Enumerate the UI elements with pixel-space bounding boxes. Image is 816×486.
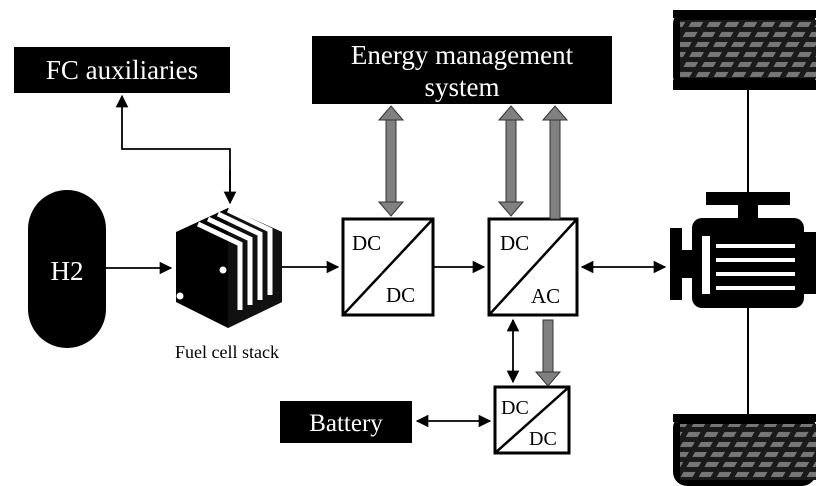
dcdc2-output-label: DC <box>529 428 557 450</box>
wheel-icon <box>673 414 816 486</box>
battery-block: Battery <box>280 401 412 443</box>
fc-auxiliaries-block: FC auxiliaries <box>14 47 230 93</box>
ems-label-line1: Energy management <box>351 40 574 70</box>
fc-auxiliaries-label: FC auxiliaries <box>46 55 198 85</box>
ems-label-line2: system <box>424 72 499 102</box>
ems-signal-arrows <box>377 105 569 387</box>
dcdc1-output-label: DC <box>386 283 415 307</box>
dcac-output-label: AC <box>531 284 560 308</box>
dcac-inverter: DC AC <box>487 217 579 317</box>
dcdc-converter-1: DC DC <box>341 217 435 317</box>
fuel-cell-stack-icon <box>176 207 282 328</box>
dcdc1-input-label: DC <box>352 231 381 255</box>
energy-management-system-block: Energy management system <box>312 36 612 104</box>
electric-motor-icon <box>670 192 816 308</box>
h2-label: H2 <box>51 256 84 286</box>
dcdc-converter-2: DC DC <box>493 385 571 455</box>
fuel-cell-stack-label: Fuel cell stack <box>175 342 279 362</box>
signal-arrow-ems-dcac-bidirectional <box>497 105 525 217</box>
battery-label: Battery <box>309 410 383 437</box>
dcac-input-label: DC <box>500 231 529 255</box>
dcdc2-input-label: DC <box>501 397 529 419</box>
arrow-fc-to-aux <box>115 94 231 195</box>
signal-arrow-dcac-to-ems <box>541 105 569 220</box>
hydrogen-tank-icon: H2 <box>28 190 106 348</box>
signal-arrow-ems-dcdc2 <box>534 319 562 387</box>
wheel-icon <box>673 10 816 90</box>
signal-arrow-ems-dcdc1 <box>377 105 405 217</box>
